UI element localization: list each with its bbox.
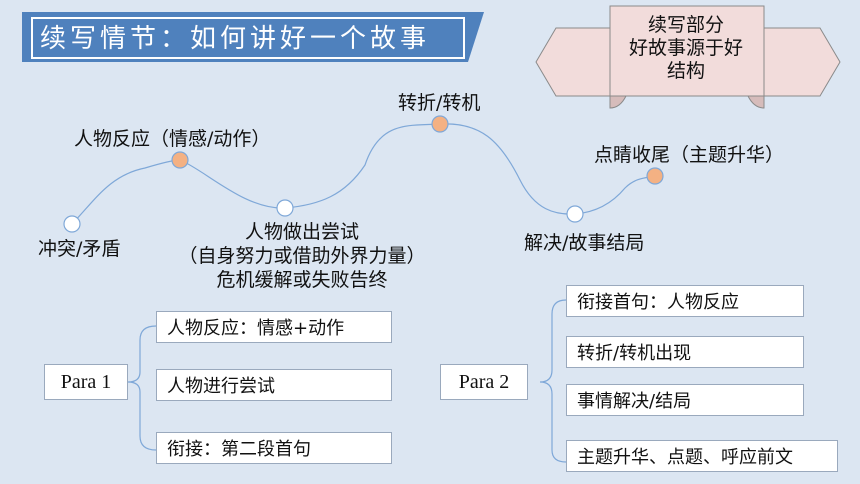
para1-item-1: 人物反应：情感+动作: [156, 311, 392, 343]
ribbon-line-1: 续写部分: [647, 14, 724, 36]
label-resolution: 解决/故事结局: [524, 232, 645, 254]
node-resolution: [566, 205, 584, 223]
para1-item-3: 衔接：第二段首句: [156, 432, 392, 464]
para1-brace: [127, 325, 157, 451]
page-title: 续写情节：如何讲好一个故事: [40, 24, 431, 54]
label-reaction: 人物反应（情感/动作）: [74, 128, 271, 150]
ribbon-line-2: 好故事源于好: [628, 37, 743, 59]
para1-item-2: 人物进行尝试: [156, 369, 392, 401]
plot-curve: [71, 123, 656, 225]
node-turn: [431, 115, 449, 133]
label-attempt-line-3: 危机缓解或失败告终: [216, 269, 388, 291]
node-reaction: [171, 151, 189, 169]
node-conflict: [63, 215, 81, 233]
label-attempt-line-1: 人物做出尝试: [244, 221, 359, 243]
ribbon-scroll: [535, 5, 841, 109]
node-attempt: [276, 199, 294, 217]
title-banner-border: [31, 17, 465, 59]
label-ending: 点睛收尾（主题升华）: [594, 144, 785, 166]
label-attempt-line-2: （自身努力或借助外界力量）: [178, 245, 426, 267]
ribbon-text: 续写部分 好故事源于好 结构: [612, 14, 760, 83]
ribbon-line-3: 结构: [666, 60, 705, 82]
para2-brace: [539, 299, 567, 463]
para2-item-4: 主题升华、点题、呼应前文: [566, 440, 838, 472]
label-attempt: 人物做出尝试 （自身努力或借助外界力量） 危机缓解或失败告终: [158, 220, 446, 292]
para2-item-3: 事情解决/结局: [566, 384, 804, 416]
para2-label: Para 2: [440, 364, 528, 400]
node-ending: [646, 167, 664, 185]
label-turn: 转折/转机: [398, 92, 481, 114]
para2-item-1: 衔接首句：人物反应: [566, 285, 804, 317]
label-conflict: 冲突/矛盾: [38, 238, 121, 260]
title-banner: [22, 12, 484, 62]
para2-item-2: 转折/转机出现: [566, 336, 804, 368]
para1-label: Para 1: [44, 364, 128, 400]
